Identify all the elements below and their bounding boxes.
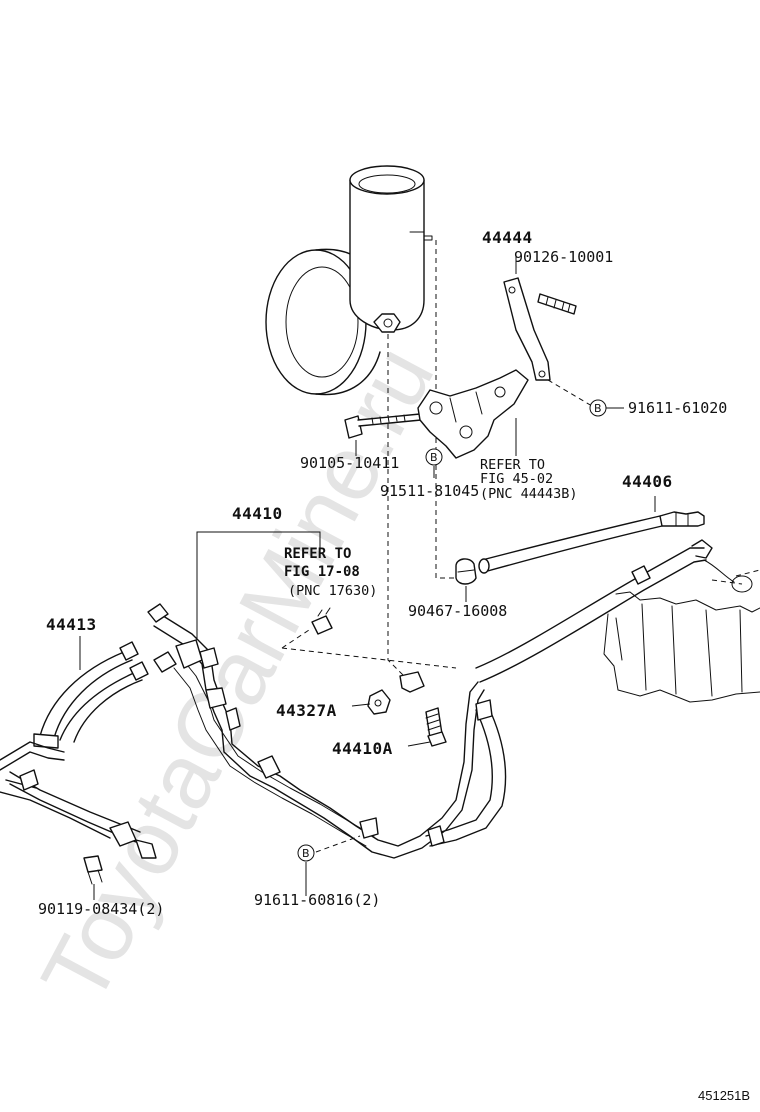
note-refer-17-line3: (PNC 17630) — [288, 583, 377, 599]
pump-bracket-assembly — [417, 369, 529, 459]
label-90119-08434: 90119-08434(2) — [38, 900, 164, 918]
svg-text:B: B — [302, 847, 310, 860]
label-91511-81045: 91511-81045 — [380, 482, 479, 500]
steering-gear-outline — [603, 569, 760, 703]
svg-text:B: B — [430, 451, 438, 464]
label-90467-16008: 90467-16008 — [408, 602, 507, 620]
marker-b-lower: B — [297, 844, 315, 862]
leader-44410A — [407, 741, 431, 747]
pressure-hose-44406 — [478, 511, 705, 574]
pump-port-leader — [435, 240, 456, 579]
pressure-switch — [311, 607, 333, 635]
bolt-90105-10411 — [344, 413, 422, 439]
label-44413: 44413 — [46, 615, 97, 634]
bracket-44444 — [503, 277, 551, 381]
label-44410: 44410 — [232, 504, 283, 523]
bolt-44410A — [425, 707, 447, 747]
label-91611-61020: 91611-61020 — [628, 399, 727, 417]
label-90105-10411: 90105-10411 — [300, 454, 399, 472]
note-refer-45-line1: REFER TO — [480, 457, 545, 473]
pump-outlet-leader — [387, 334, 409, 681]
bracket-bolt-leader — [547, 379, 593, 407]
leader-44327A — [351, 703, 371, 707]
oil-cooler-44413 — [0, 641, 157, 859]
leader-44410 — [196, 531, 321, 640]
bolt-90119-08434 — [83, 855, 103, 885]
tube-assembly-44410 — [147, 603, 507, 859]
label-44410A: 44410A — [332, 739, 393, 758]
label-90126-10001: 90126-10001 — [514, 248, 613, 266]
note-refer-17-line1: REFER TO — [284, 546, 351, 562]
note-refer-17-line2: FIG 17-08 — [284, 564, 360, 580]
stud-90126-10001 — [537, 293, 577, 315]
figure-number: 451251B — [698, 1088, 750, 1103]
note-refer-45-line3: (PNC 44443B) — [480, 486, 578, 502]
switch-leader — [281, 627, 457, 669]
label-91611-60816: 91611-60816(2) — [254, 891, 380, 909]
marker-b-upper-right: B — [589, 399, 607, 417]
power-steering-pump — [265, 165, 433, 396]
clamp-90467-16008 — [455, 558, 477, 585]
clip-44327A — [367, 689, 391, 715]
marker-b-lower-leader — [315, 835, 361, 853]
label-44406: 44406 — [622, 472, 673, 491]
note-refer-45-line2: FIG 45-02 — [480, 471, 553, 487]
label-44327A: 44327A — [276, 701, 337, 720]
return-line-upper — [475, 539, 735, 683]
tube-bracket — [399, 671, 425, 693]
label-44444: 44444 — [482, 228, 533, 247]
marker-b-center: B — [425, 448, 443, 466]
svg-text:B: B — [594, 402, 602, 415]
